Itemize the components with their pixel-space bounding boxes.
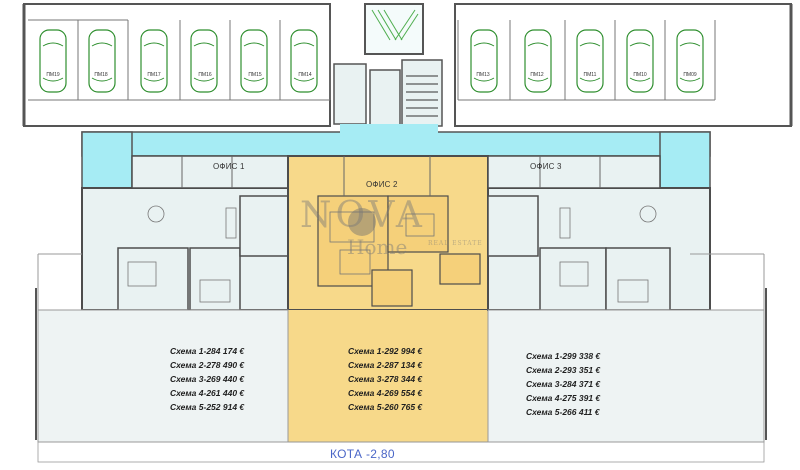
car-icon: [524, 29, 552, 93]
car-icon: [290, 29, 318, 93]
price-item: Схема 1-284 174 €: [170, 346, 245, 356]
parking-bay-label: ПМ10: [633, 72, 647, 78]
watermark-tag: REAL ESTATE: [428, 240, 483, 247]
car-icon: [88, 29, 116, 93]
price-item: Схема 2-278 490 €: [170, 360, 245, 370]
price-item: Схема 2-293 351 €: [526, 365, 601, 375]
parking-bay-label: ПМ15: [248, 72, 262, 78]
elevation-label: КОТА -2,80: [330, 447, 395, 461]
parked-cars: [39, 29, 704, 93]
office-label: ОФИС 2: [366, 180, 398, 189]
car-icon: [470, 29, 498, 93]
price-item: Схема 4-261 440 €: [170, 388, 245, 398]
price-item: Схема 2-287 134 €: [348, 360, 423, 370]
parking-bay-label: ПМ19: [46, 72, 60, 78]
office-label: ОФИС 3: [530, 162, 562, 171]
price-item: Схема 1-299 338 €: [526, 351, 601, 361]
price-list-right: Схема 1-299 338 € Схема 2-293 351 € Схем…: [526, 349, 600, 419]
watermark-sub: Home: [347, 235, 408, 259]
price-item: Схема 3-269 440 €: [170, 374, 245, 384]
price-item: Схема 4-275 391 €: [526, 393, 601, 403]
price-list-left: Схема 1-284 174 € Схема 2-278 490 € Схем…: [170, 344, 244, 414]
parking-bay-label: ПМ17: [147, 72, 161, 78]
parking-bay-label: ПМ09: [683, 72, 697, 78]
price-item: Схема 4-269 554 €: [348, 388, 423, 398]
yards: [35, 253, 767, 463]
parking-bay-label: ПМ14: [298, 72, 312, 78]
parking-area: [22, 3, 793, 127]
car-icon: [140, 29, 168, 93]
car-icon: [676, 29, 704, 93]
parking-bay-label: ПМ18: [94, 72, 108, 78]
car-icon: [626, 29, 654, 93]
price-item: Схема 5-252 914 €: [170, 402, 245, 412]
parking-bay-label: ПМ13: [476, 72, 490, 78]
price-item: Схема 5-260 765 €: [348, 402, 423, 412]
car-icon: [240, 29, 268, 93]
watermark-logo-icon: [348, 208, 376, 236]
price-list-center: Схема 1-292 994 € Схема 2-287 134 € Схем…: [348, 344, 422, 414]
parking-bay-label: ПМ16: [198, 72, 212, 78]
car-icon: [39, 29, 67, 93]
parking-bay-label: ПМ11: [583, 72, 597, 78]
car-icon: [576, 29, 604, 93]
price-item: Схема 3-278 344 €: [348, 374, 423, 384]
price-item: Схема 5-266 411 €: [526, 407, 600, 417]
price-item: Схема 1-292 994 €: [348, 346, 423, 356]
corridor: [81, 124, 711, 189]
apartments: [81, 155, 711, 443]
watermark-brand: NOVA: [300, 195, 426, 236]
car-icon: [190, 29, 218, 93]
office-label: ОФИС 1: [213, 162, 245, 171]
price-item: Схема 3-284 371 €: [526, 379, 601, 389]
parking-bay-label: ПМ12: [530, 72, 544, 78]
